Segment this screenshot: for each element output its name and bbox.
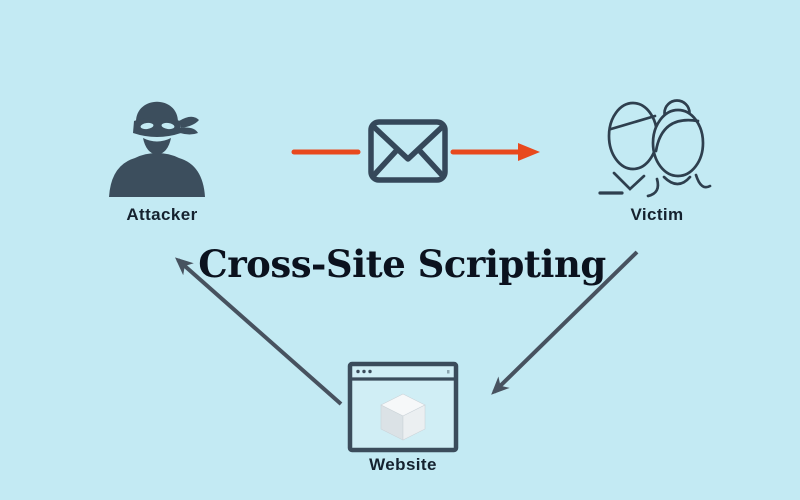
attack-message-edge (291, 143, 540, 161)
victim-to-website-arrow (491, 250, 639, 395)
attacker-label: Attacker (126, 205, 198, 224)
website-label: Website (369, 455, 437, 474)
two-people-icon (598, 99, 712, 198)
masked-attacker-icon (109, 101, 205, 197)
diagram-title: Cross-Site Scripting (198, 242, 606, 286)
orange-arrowhead (518, 143, 540, 161)
browser-window-cube-icon (347, 361, 459, 453)
website-to-attacker-arrow (175, 257, 343, 406)
victim-label: Victim (630, 205, 684, 224)
envelope-icon (368, 119, 448, 183)
cube-icon (380, 393, 426, 441)
